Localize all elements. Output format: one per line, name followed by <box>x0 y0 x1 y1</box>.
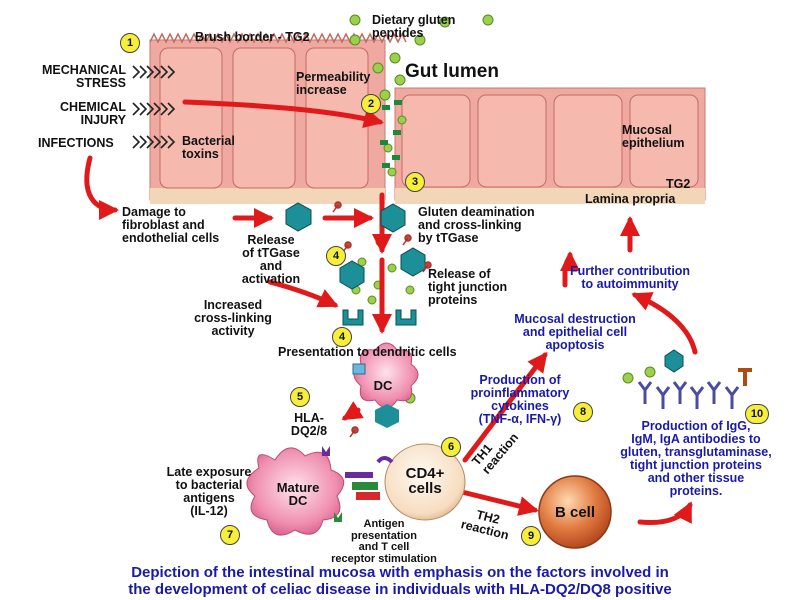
step-number-1: 1 <box>120 33 140 53</box>
presentation-dc-label: Presentation to dendritic cells <box>278 345 457 359</box>
step-number-6: 6 <box>441 437 461 457</box>
ttgase-molecules <box>285 202 684 373</box>
proinflammatory-label: Production of proinflammatory cytokines … <box>470 373 570 426</box>
release-ttgase-label: Release of tTGase and activation <box>241 233 301 286</box>
permeability-label: Permeability increase <box>296 70 371 97</box>
dc-cell <box>352 342 419 428</box>
dietary-gluten-label: Dietary gluten peptides <box>372 13 456 40</box>
receptors <box>342 309 417 326</box>
damage-label: Damage to fibroblast and endothelial cel… <box>122 205 220 245</box>
step-number-9: 9 <box>521 526 541 546</box>
bacterial-toxins-label: Bacterial toxins <box>182 134 235 161</box>
release-tight-junction-label: Release of tight junction proteins <box>428 267 508 307</box>
tight-junctions <box>380 100 402 168</box>
lamina-propria-label: Lamina propria <box>585 192 676 206</box>
tight-junction-proteins <box>332 201 432 438</box>
stress-chevrons <box>132 65 176 149</box>
b-cell <box>538 475 612 549</box>
gut-lumen-label: Gut lumen <box>405 61 499 82</box>
mature-dc-label: Mature DC <box>276 480 320 508</box>
cd4-cell <box>376 443 466 521</box>
tg2-label: TG2 <box>666 177 691 191</box>
t-mark <box>738 368 752 386</box>
step-number-8: 8 <box>573 402 593 422</box>
cd4-cells-label: CD4+ cells <box>405 465 445 497</box>
mucosal-epithelium-label: Mucosal epithelium <box>622 123 685 150</box>
epithelium-left <box>149 32 407 204</box>
step-number-4a: 4 <box>326 246 346 266</box>
mucosal-destruction-label: Mucosal destruction and epithelial cell … <box>514 312 636 352</box>
further-contribution-label: Further contribution to autoimmunity <box>569 264 691 291</box>
step-number-10: 10 <box>745 404 769 424</box>
antigen-presentation-label: Antigen presentation and T cell receptor… <box>331 518 437 565</box>
gluten-peptides <box>349 14 656 404</box>
gluten-deamination-label: Gluten deamination and cross-linking by … <box>418 205 535 245</box>
step-number-5: 5 <box>290 387 310 407</box>
antibodies <box>637 381 740 409</box>
chemical-injury-label: CHEMICAL INJURY <box>60 100 126 127</box>
hla-label: HLA- DQ2/8 <box>290 411 328 438</box>
b-cell-label: B cell <box>554 504 596 521</box>
dc-cell-label: DC <box>373 378 393 393</box>
epithelium-right <box>394 87 706 204</box>
antibodies-label: Production of IgG, IgM, IgA antibodies t… <box>620 419 772 498</box>
step-number-4b: 4 <box>332 327 352 347</box>
step-number-7: 7 <box>220 525 240 545</box>
increased-crosslinking-label: Increased cross-linking activity <box>194 298 272 338</box>
figure-caption: Depiction of the intestinal mucosa with … <box>128 564 672 598</box>
brush-border-label: Brush border - TG2 <box>195 30 310 44</box>
late-exposure-label: Late exposure to bacterial antigens (IL-… <box>166 465 252 518</box>
step-number-3: 3 <box>405 172 425 192</box>
infections-label: INFECTIONS <box>38 136 114 150</box>
arrows <box>84 99 698 526</box>
step-number-2: 2 <box>361 94 381 114</box>
mature-dc-cell <box>246 446 380 536</box>
mechanical-stress-label: MECHANICAL STRESS <box>41 63 126 90</box>
